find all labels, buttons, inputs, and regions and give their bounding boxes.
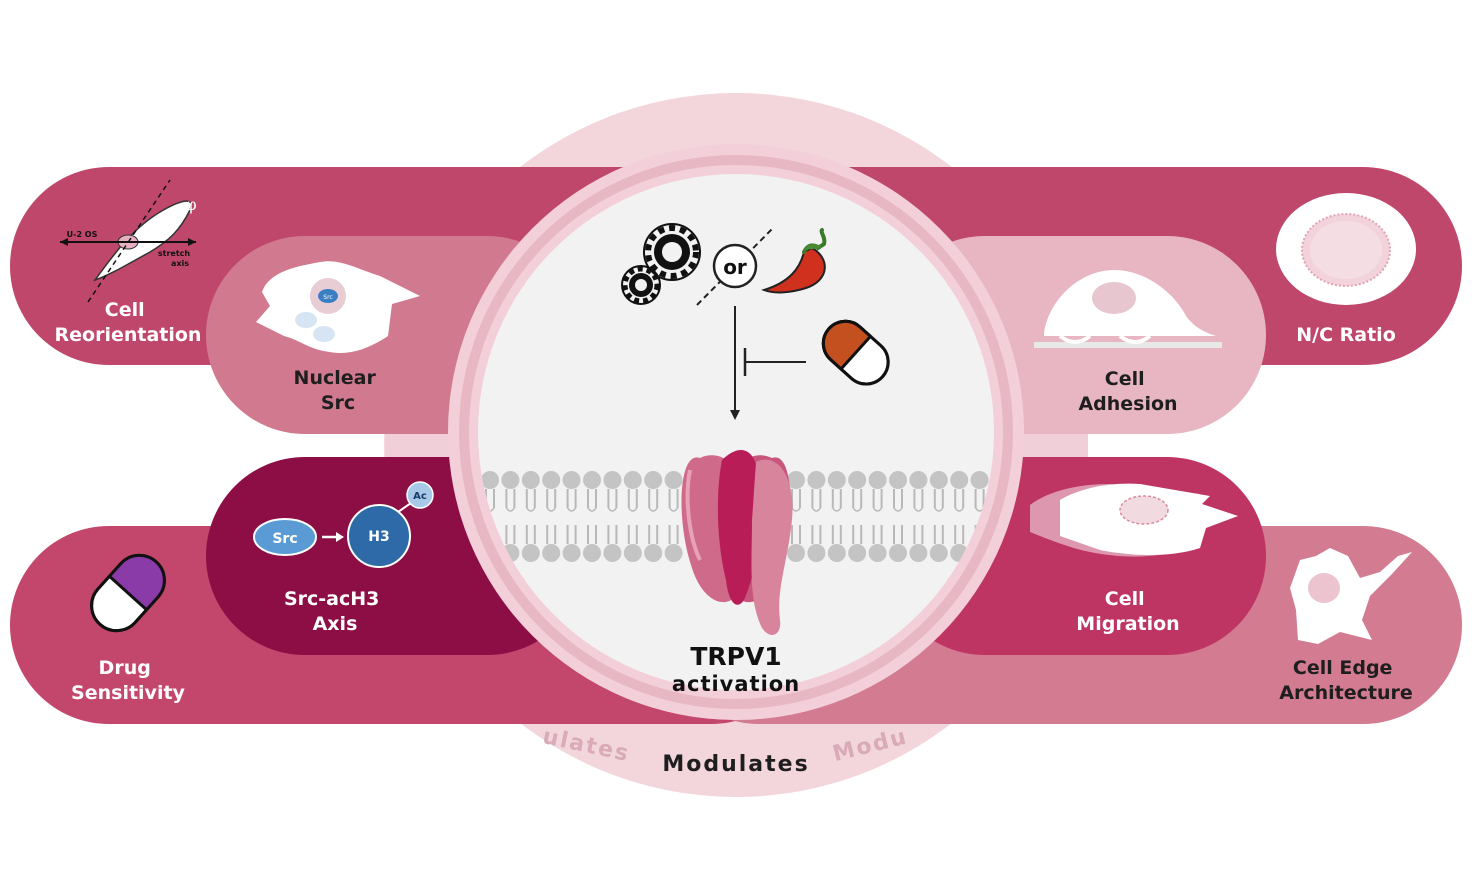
center-ring-inner-edge: [459, 155, 1013, 709]
label-nuclear-src: Nuclear Src: [294, 367, 383, 414]
antagonist-capsule-icon: [821, 319, 890, 386]
mechanical-gear-icon: [621, 223, 701, 305]
chili-pepper-icon: [760, 228, 827, 294]
svg-text:Ac: Ac: [413, 491, 427, 502]
cell-migration-icon: [1030, 483, 1238, 557]
label-cell-reorientation: Cell Reorientation: [55, 299, 202, 346]
activation-arrow-head: [730, 410, 740, 420]
lipid-bilayer: [481, 471, 989, 562]
cell-edge-architecture-icon: [1290, 548, 1412, 644]
nc-ratio-cell-icon: [1276, 193, 1416, 305]
center-disc: [478, 174, 994, 690]
svg-text:Src: Src: [272, 531, 297, 547]
trpv1-subtitle: activation: [672, 672, 800, 696]
svg-text:H3: H3: [368, 529, 389, 545]
or-circle: [712, 243, 758, 289]
svg-text:stretch: stretch: [158, 249, 191, 258]
label-cell-edge: Cell Edge Architecture: [1279, 657, 1412, 704]
label-cell-migration: Cell Migration: [1076, 588, 1179, 635]
cell-reorientation-icon: U-2 OS stretch axis φ: [60, 179, 197, 303]
trpv1-channel-icon: [681, 449, 793, 635]
label-cell-adhesion: Cell Adhesion: [1078, 368, 1177, 415]
label-drug-sensitivity: Drug Sensitivity: [71, 657, 185, 704]
drug-capsule-icon: [90, 553, 166, 633]
or-label: or: [723, 255, 747, 279]
src-ach3-pathway-icon: Src H3 Ac: [253, 481, 434, 568]
svg-text:Src: Src: [323, 294, 332, 301]
ring-text-main: Modulates: [662, 752, 809, 777]
label-src-ach3: Src-acH3 Axis: [284, 588, 386, 635]
label-nc-ratio: N/C Ratio: [1296, 324, 1396, 346]
nuclear-src-cell-icon: Src: [256, 261, 420, 354]
svg-text:axis: axis: [171, 259, 189, 268]
trpv1-title: TRPV1: [690, 642, 781, 671]
svg-text:U-2 OS: U-2 OS: [67, 230, 98, 239]
svg-text:φ: φ: [185, 195, 196, 214]
cell-adhesion-icon: [1034, 270, 1222, 348]
